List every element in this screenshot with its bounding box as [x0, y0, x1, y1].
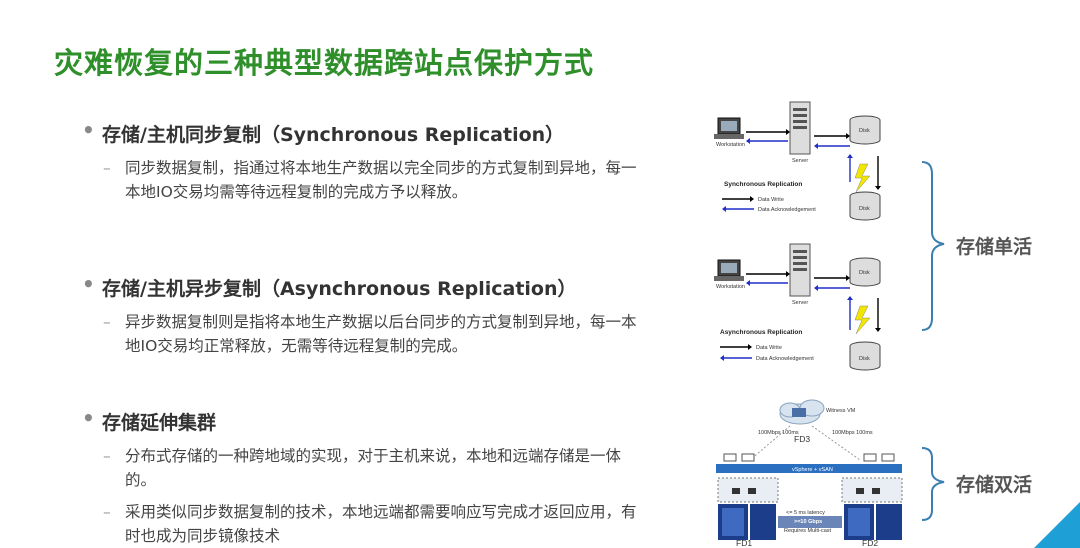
- server-icon: [789, 243, 811, 297]
- latency-label: <= 5 ms latency: [786, 510, 825, 516]
- legend-write: Data Write: [756, 345, 782, 351]
- dash-marker: –: [103, 447, 111, 465]
- sync-caption: Synchronous Replication: [724, 181, 802, 188]
- sub-item-text: 分布式存储的一种跨地域的实现，对于主机来说，本地和远端存储是一体的。: [125, 447, 622, 489]
- bullet-async-replication: • 存储/主机异步复制（Asynchronous Replication）: [82, 272, 577, 301]
- disk-icon: [849, 191, 881, 221]
- datacenter-fd1-icon: [718, 504, 776, 540]
- disk-label: Disk: [859, 206, 870, 212]
- workstation-icon: [714, 259, 744, 281]
- fd3-label: FD3: [794, 434, 810, 444]
- dash-marker: –: [103, 503, 111, 521]
- legend-ack: Data Acknowledgement: [756, 356, 814, 362]
- corner-accent: [1034, 502, 1080, 548]
- sub-item-text: 同步数据复制，指通过将本地生产数据以完全同步的方式复制到异地，每一本地IO交易均…: [125, 159, 637, 201]
- multicast-label: Requires Multi-cast: [784, 528, 832, 534]
- dash-marker: –: [103, 313, 111, 331]
- sub-item-text: 采用类似同步数据复制的技术，本地远端都需要响应写完成才返回应用，有时也成为同步镜…: [125, 503, 637, 545]
- replication-diagrams: Workstation Server Disk: [714, 101, 945, 548]
- disk-label: Disk: [859, 356, 870, 362]
- bullet-heading: 存储/主机异步复制（Asynchronous Replication）: [102, 278, 577, 300]
- legend-write: Data Write: [758, 197, 784, 203]
- bullet-dot: •: [82, 118, 95, 142]
- lightning-icon: [854, 163, 871, 193]
- dash-marker: –: [103, 159, 111, 177]
- datacenter-fd2-icon: [844, 504, 902, 540]
- async-description: – 异步数据复制则是指将本地生产数据以后台同步的方式复制到异地，每一本地IO交易…: [103, 310, 643, 358]
- workstation-label: Workstation: [716, 142, 745, 148]
- async-replication-diagram: Workstation Server Disk Disk: [714, 243, 881, 371]
- fd2-label: FD2: [862, 538, 878, 548]
- bullet-sync-replication: • 存储/主机同步复制（Synchronous Replication）: [82, 118, 565, 147]
- cloud-icon: [779, 399, 825, 425]
- cluster-description-1: – 分布式存储的一种跨地域的实现，对于主机来说，本地和远端存储是一体的。: [103, 444, 643, 492]
- server-label: Server: [792, 158, 808, 164]
- vsphere-bar: [716, 464, 902, 473]
- link-left-label: 100Mbps 100ms: [758, 430, 799, 436]
- disk-icon: [849, 257, 881, 287]
- disk-label: Disk: [859, 128, 870, 134]
- sub-item-text: 异步数据复制则是指将本地生产数据以后台同步的方式复制到异地，每一本地IO交易均正…: [125, 313, 637, 355]
- cluster-description-2: – 采用类似同步数据复制的技术，本地远端都需要响应写完成才返回应用，有时也成为同…: [103, 500, 643, 548]
- disk-icon: [849, 115, 881, 145]
- brace-single-active: [921, 161, 945, 331]
- bullet-dot: •: [82, 272, 95, 296]
- workstation-icon: [714, 117, 744, 139]
- brace-dual-active: [921, 447, 945, 521]
- label-single-active: 存储单活: [956, 236, 1033, 258]
- link-right-label: 100Mbps 100ms: [832, 430, 873, 436]
- vsphere-label: vSphere + vSAN: [792, 467, 833, 473]
- bullet-heading: 存储/主机同步复制（Synchronous Replication）: [102, 124, 565, 146]
- workstation-label: Workstation: [716, 284, 745, 290]
- witness-label: Witness VM: [826, 408, 856, 414]
- sync-description: – 同步数据复制，指通过将本地生产数据以完全同步的方式复制到异地，每一本地IO交…: [103, 156, 643, 204]
- async-caption: Asynchronous Replication: [720, 329, 802, 336]
- label-dual-active: 存储双活: [956, 474, 1033, 496]
- bullet-heading: 存储延伸集群: [102, 412, 217, 434]
- server-icon: [789, 101, 811, 155]
- lightning-icon: [854, 305, 871, 335]
- page-title: 灾难恢复的三种典型数据跨站点保护方式: [54, 46, 595, 80]
- bandwidth-label: >=10 Gbps: [794, 519, 822, 525]
- legend-ack: Data Acknowledgement: [758, 207, 816, 213]
- bullet-stretched-cluster: • 存储延伸集群: [82, 406, 217, 435]
- fd1-label: FD1: [736, 538, 752, 548]
- disk-label: Disk: [859, 270, 870, 276]
- sync-replication-diagram: Workstation Server Disk: [714, 101, 881, 221]
- stretched-cluster-diagram: Witness VM FD3 100Mbps 100ms 100Mbps 100…: [716, 399, 903, 548]
- disk-icon: [849, 341, 881, 371]
- bullet-dot: •: [82, 406, 95, 430]
- server-label: Server: [792, 300, 808, 306]
